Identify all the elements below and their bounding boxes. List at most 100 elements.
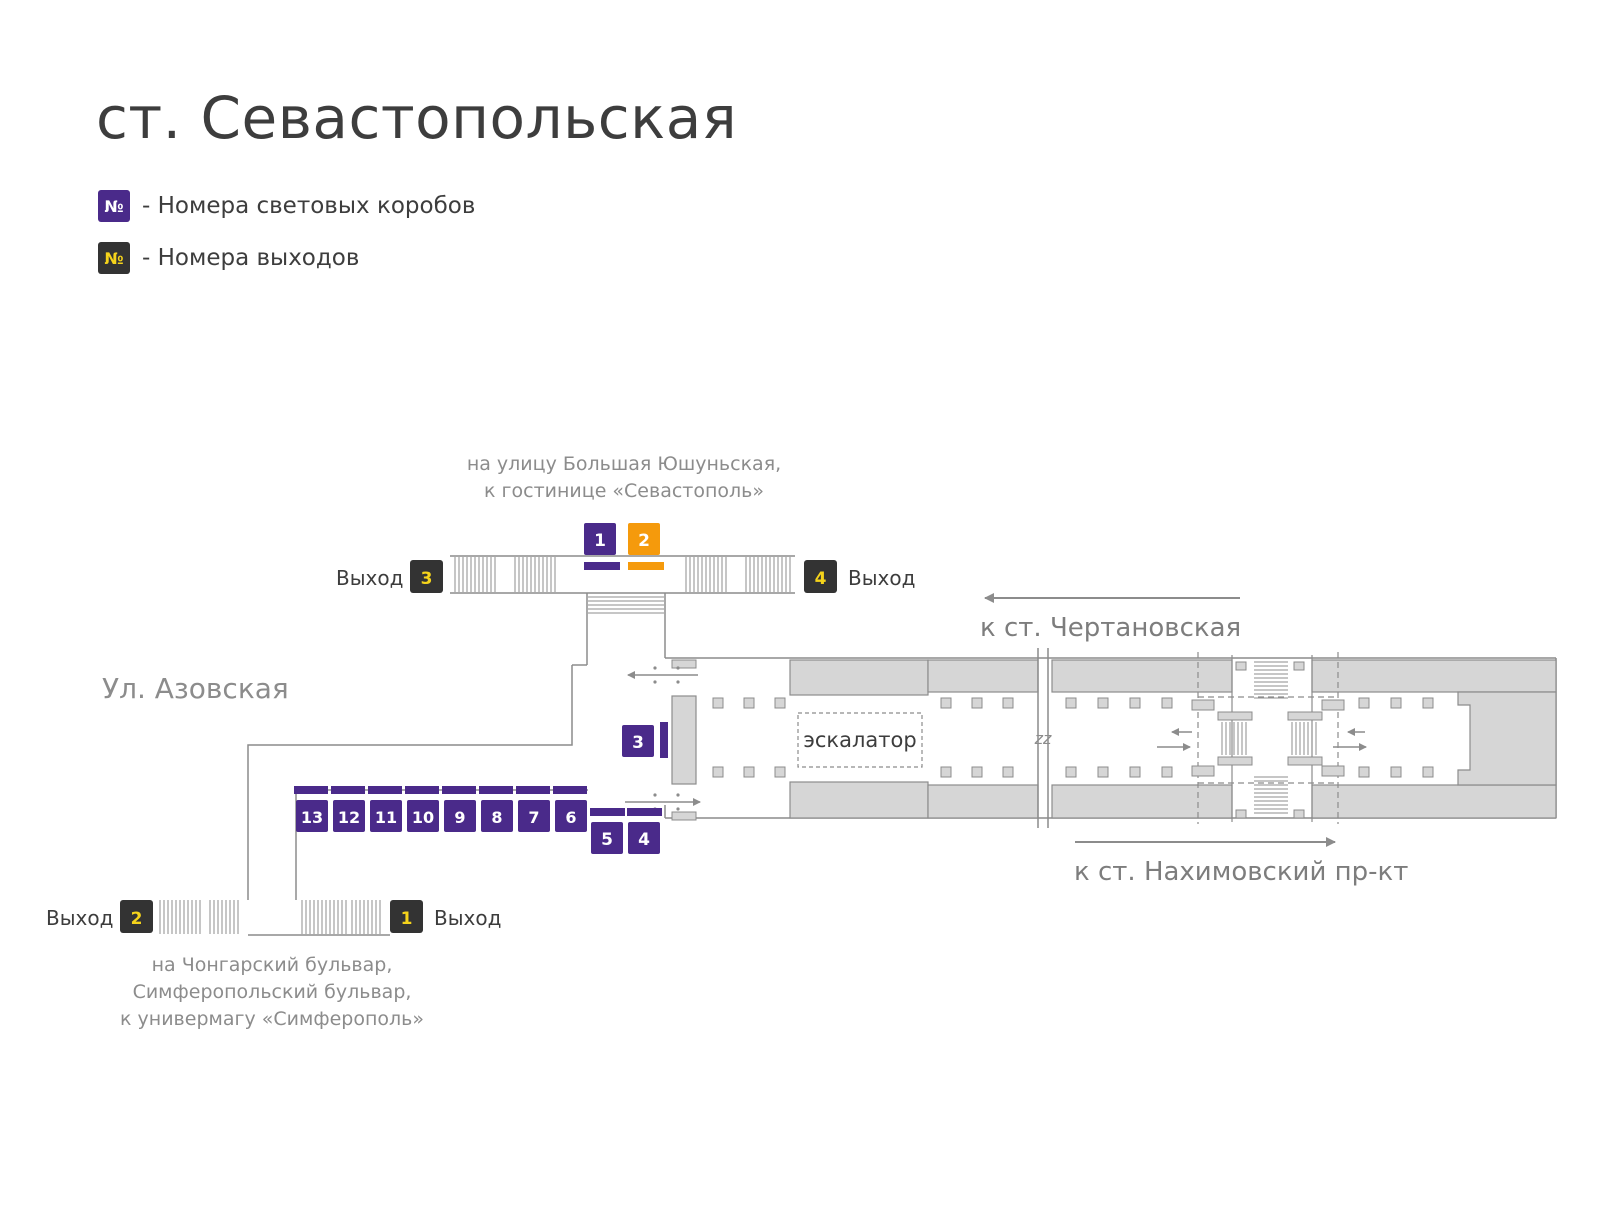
column: [1161, 766, 1173, 778]
lightbox-8-badge: [481, 800, 513, 832]
north-destination-line-1: на улицу Большая Юшуньская,: [467, 453, 781, 475]
bridge-element: [1217, 756, 1253, 766]
lightbox-13-bar: [294, 786, 328, 794]
platform-columns: [712, 697, 1434, 778]
lightbox-7-badge: [518, 800, 550, 832]
column: [712, 766, 724, 778]
lightbox-5-number: 5: [601, 830, 613, 850]
exit-4-number: 4: [815, 569, 827, 589]
bridge-element: [1235, 661, 1247, 671]
street-label: Ул. Азовская: [102, 672, 289, 705]
exit-1-badge: [390, 900, 423, 933]
column: [1065, 766, 1077, 778]
column: [1065, 697, 1077, 709]
lightbox-11-bar: [368, 786, 402, 794]
legend-exit-text: - Номера выходов: [142, 245, 360, 271]
lightbox-2-bar: [628, 562, 664, 570]
bridge-element: [1321, 699, 1345, 711]
column: [774, 766, 786, 778]
lightbox-3-bar: [660, 722, 668, 758]
column: [1002, 766, 1014, 778]
north-stairs-left: [454, 557, 556, 592]
column: [1422, 766, 1434, 778]
page-title: ст. Севастопольская: [96, 84, 738, 152]
legend-lightbox-text: - Номера световых коробов: [142, 193, 476, 219]
bridge-stairs: [1191, 661, 1345, 819]
exit-3-number: 3: [421, 569, 433, 589]
exit-4-word: Выход: [848, 566, 915, 590]
column: [971, 766, 983, 778]
bridge-element: [1293, 809, 1305, 819]
lightbox-5-bar: [590, 808, 625, 816]
lightbox-1-badge: [584, 523, 616, 555]
bridge-element: [1321, 765, 1345, 777]
legend-exit-badge: №: [98, 242, 130, 274]
exit-3-word: Выход: [336, 566, 403, 590]
lightbox-11-number: 11: [375, 808, 397, 827]
bridge-element: [1235, 809, 1247, 819]
north-destination-line-2: к гостинице «Севастополь»: [484, 480, 764, 502]
bridge-element: [1191, 765, 1215, 777]
lightbox-10-number: 10: [412, 808, 434, 827]
column: [1097, 766, 1109, 778]
break-mark: zz: [1034, 729, 1052, 748]
map-break: [1037, 648, 1049, 828]
lightbox-10-bar: [405, 786, 439, 794]
column: [1097, 697, 1109, 709]
lightbox-6-bar: [553, 786, 587, 794]
column: [1422, 697, 1434, 709]
bridge-element: [1287, 756, 1323, 766]
entrance-arrows: [625, 671, 1367, 806]
lightbox-4-badge: [628, 822, 660, 854]
exit-4-badge: [804, 560, 837, 593]
south-destination-line-1: на Чонгарский бульвар,: [152, 954, 393, 976]
lightbox-12-badge: [333, 800, 365, 832]
lightbox-2-number: 2: [638, 531, 650, 551]
lightbox-8-bar: [479, 786, 513, 794]
direction-east-label: к ст. Нахимовский пр-кт: [1074, 857, 1408, 887]
south-destination-line-3: к универмагу «Симферополь»: [120, 1008, 424, 1030]
lightbox-13-number: 13: [301, 808, 323, 827]
escalator-box: [797, 712, 923, 768]
east-bridge-area: [1197, 652, 1339, 824]
lightbox-7-number: 7: [528, 808, 539, 827]
bridge-element: [1217, 711, 1253, 721]
exit-1-word: Выход: [434, 906, 501, 930]
column: [1161, 697, 1173, 709]
legend-lightbox-badge: №: [98, 190, 130, 222]
lightbox-9-number: 9: [454, 808, 465, 827]
exit-2-number: 2: [131, 909, 143, 929]
lightbox-13-badge: [296, 800, 328, 832]
exit-1-number: 1: [401, 909, 413, 929]
legend-lightbox-row: № - Номера световых коробов: [98, 190, 475, 222]
bridge-element: [1191, 699, 1215, 711]
lightbox-4-number: 4: [638, 830, 650, 850]
north-vestibule: [450, 555, 795, 594]
column: [1390, 766, 1402, 778]
column: [1390, 697, 1402, 709]
lightbox-6-badge: [555, 800, 587, 832]
escalator-label: эскалатор: [803, 728, 916, 752]
lightbox-row-6-13: 13 12 11 10 9 8 7 6: [294, 786, 587, 832]
lightbox-7-bar: [516, 786, 550, 794]
north-passage-steps: [588, 596, 664, 614]
lightbox-12-bar: [331, 786, 365, 794]
lightbox-12-number: 12: [338, 808, 360, 827]
column: [1358, 766, 1370, 778]
lightbox-9-badge: [444, 800, 476, 832]
exit-3-badge: [410, 560, 443, 593]
bridge-element: [1293, 661, 1305, 671]
lightbox-3-number: 3: [632, 733, 644, 753]
legend-exit-row: № - Номера выходов: [98, 242, 359, 274]
lightbox-4-bar: [627, 808, 662, 816]
column: [1129, 766, 1141, 778]
lightbox-8-number: 8: [491, 808, 502, 827]
lightbox-2-badge: [628, 523, 660, 555]
column: [774, 697, 786, 709]
lightbox-9-bar: [442, 786, 476, 794]
north-stairs-right: [685, 557, 791, 592]
exit-2-badge: [120, 900, 153, 933]
turnstile-block-bottom: [671, 811, 697, 821]
turnstile-block-top: [671, 659, 697, 669]
lightbox-10-badge: [407, 800, 439, 832]
